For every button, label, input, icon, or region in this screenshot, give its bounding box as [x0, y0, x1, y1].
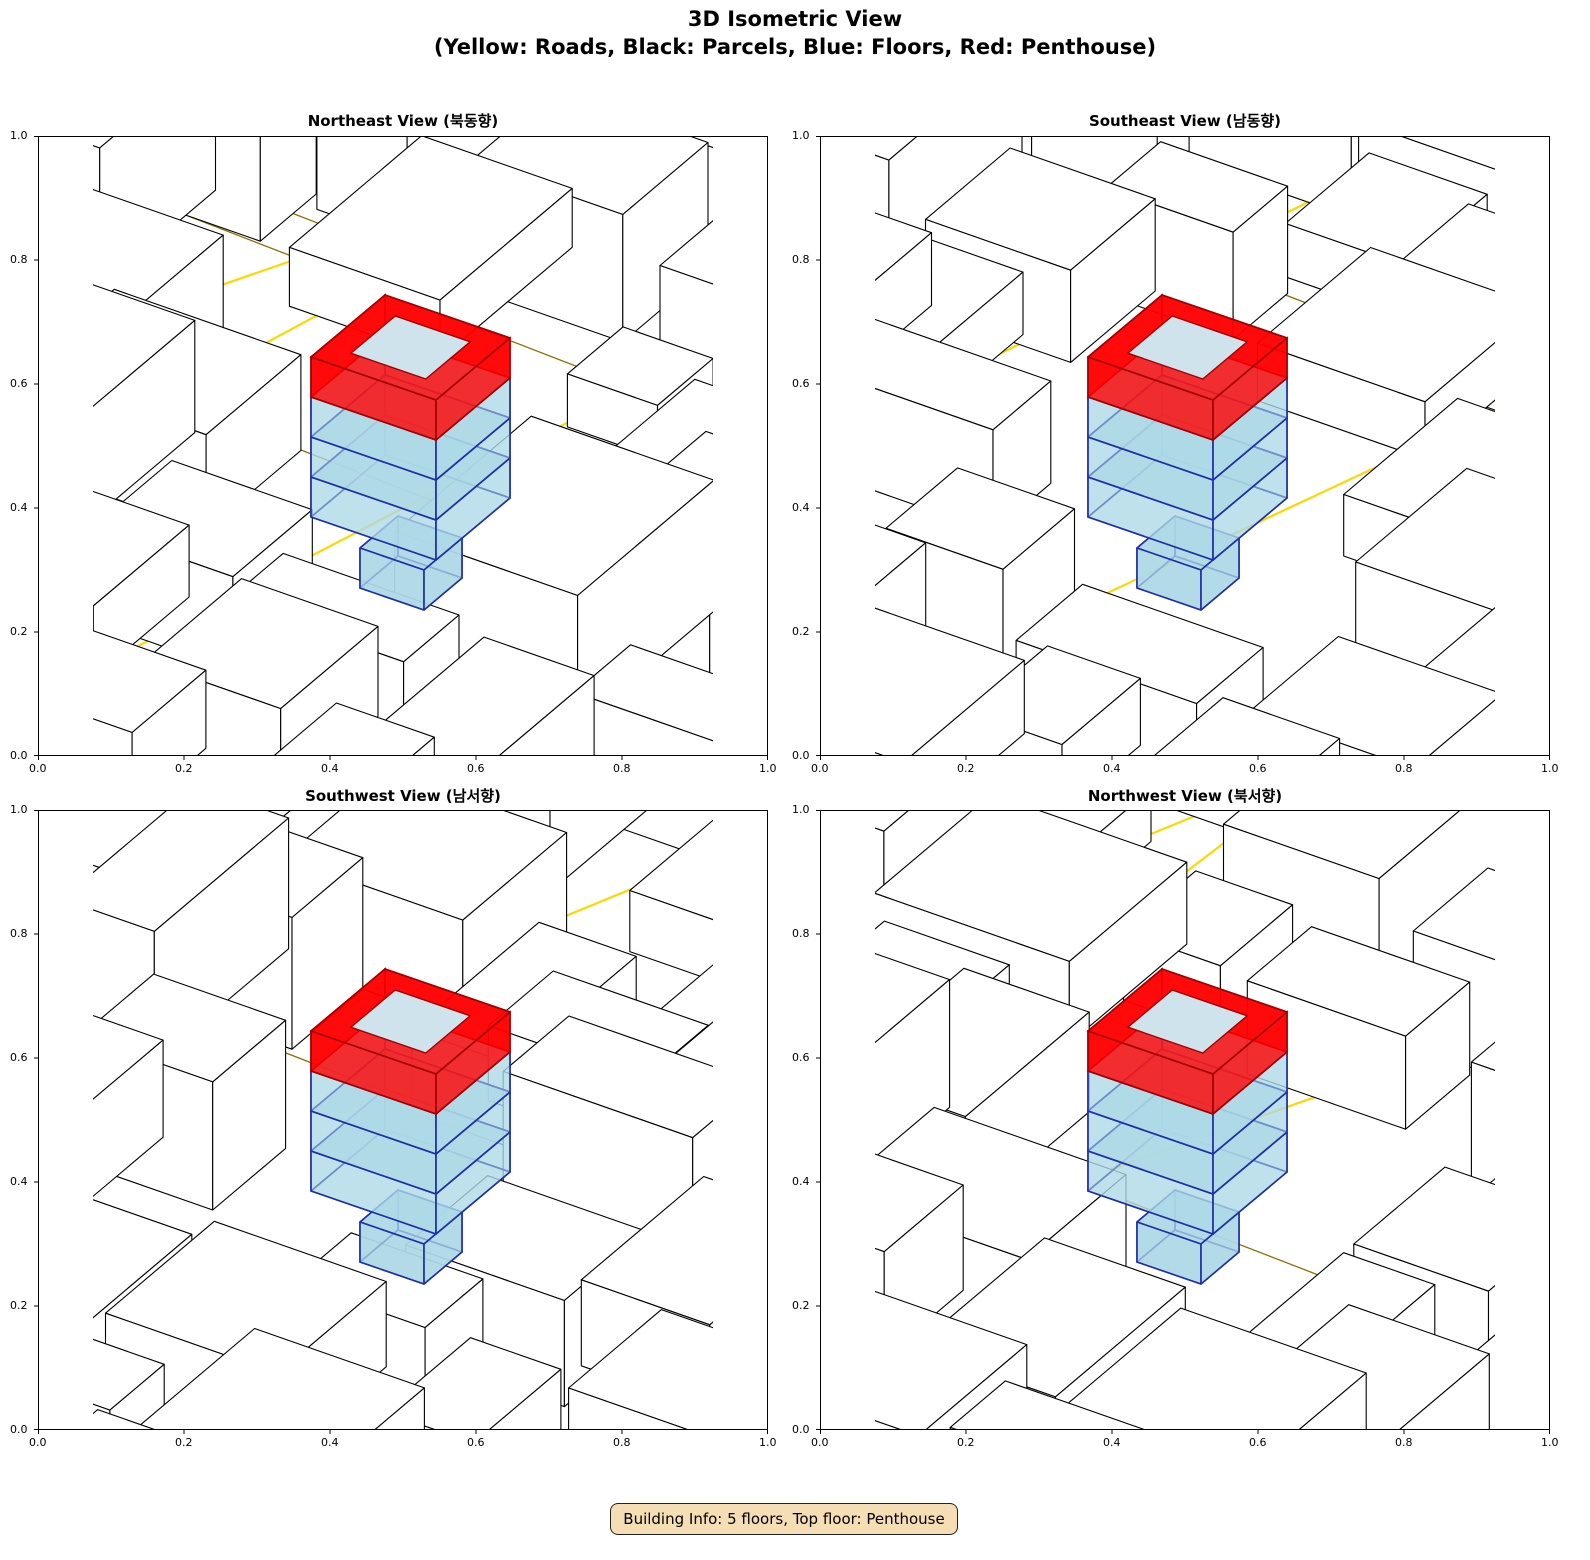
x-tick-label: 0.8	[1395, 1436, 1413, 1449]
x-tick-label: 0.8	[1395, 762, 1413, 775]
x-tick-label: 0.8	[613, 1436, 631, 1449]
parcel-building	[1470, 1041, 1495, 1200]
penthouse	[309, 967, 512, 1116]
building-info-box: Building Info: 5 floors, Top floor: Pent…	[610, 1503, 958, 1535]
y-tick-label: 0.0	[10, 749, 28, 762]
parcel-building	[814, 946, 871, 1107]
y-tick-label: 0.0	[792, 1423, 810, 1436]
x-tick-label: 0.2	[957, 1436, 975, 1449]
parcel-building	[568, 1309, 713, 1430]
y-tick-label: 0.0	[10, 1423, 28, 1436]
axes-frame	[38, 136, 768, 756]
penthouse	[309, 293, 512, 442]
y-tick-label: 0.8	[10, 927, 28, 940]
parcel-building	[352, 636, 595, 756]
y-tick-label: 1.0	[792, 803, 810, 816]
y-tick-label: 0.6	[10, 1051, 28, 1064]
parcel-building	[814, 810, 836, 958]
parcel-building	[1525, 594, 1556, 762]
y-tick-label: 0.4	[10, 501, 28, 514]
parcel-building	[93, 630, 207, 756]
axes-frame	[820, 136, 1550, 756]
x-tick-label: 0.6	[1249, 762, 1267, 775]
parcel-building	[1153, 697, 1341, 756]
panel-title-southeast: Southeast View (남동향)	[1088, 112, 1282, 130]
parcel-building	[703, 557, 713, 648]
panel-title-southwest: Southwest View (남서향)	[305, 787, 501, 805]
title-line-1: 3D Isometric View	[687, 7, 903, 31]
y-tick-label: 1.0	[792, 129, 810, 142]
y-tick-label: 0.8	[792, 253, 810, 266]
y-tick-label: 0.0	[792, 749, 810, 762]
y-tick-label: 0.2	[10, 625, 28, 638]
x-tick-label: 0.2	[175, 1436, 193, 1449]
y-tick-label: 0.4	[10, 1175, 28, 1188]
x-tick-label: 0.0	[29, 1436, 47, 1449]
figure-title: 3D Isometric View (Yellow: Roads, Black:…	[0, 5, 1590, 61]
y-tick-label: 0.4	[792, 501, 810, 514]
axes-frame	[820, 810, 1550, 1430]
parcel-building	[736, 1230, 774, 1437]
x-tick-label: 1.0	[1541, 762, 1559, 775]
x-tick-label: 0.4	[321, 762, 339, 775]
parcel-building	[1540, 1272, 1556, 1436]
x-tick-label: 1.0	[759, 762, 777, 775]
y-tick-label: 0.8	[792, 927, 810, 940]
y-tick-label: 0.2	[10, 1299, 28, 1312]
x-tick-label: 0.0	[811, 762, 829, 775]
x-tick-label: 0.6	[467, 1436, 485, 1449]
parcel-building	[573, 644, 713, 756]
penthouse	[1086, 967, 1289, 1116]
x-tick-label: 0.4	[321, 1436, 339, 1449]
parcel-building	[814, 810, 823, 840]
x-tick-label: 0.0	[811, 1436, 829, 1449]
y-tick-label: 0.4	[792, 1175, 810, 1188]
y-tick-label: 1.0	[10, 129, 28, 142]
x-tick-label: 0.4	[1103, 762, 1121, 775]
y-tick-label: 0.2	[792, 1299, 810, 1312]
y-tick-label: 0.8	[10, 253, 28, 266]
parcel-building	[32, 810, 68, 979]
x-tick-label: 0.0	[29, 762, 47, 775]
panel-title-northwest: Northwest View (북서향)	[1087, 787, 1283, 805]
x-tick-label: 0.6	[467, 762, 485, 775]
y-tick-label: 0.2	[792, 625, 810, 638]
y-tick-label: 0.6	[10, 377, 28, 390]
x-tick-label: 0.6	[1249, 1436, 1267, 1449]
y-tick-label: 0.6	[792, 377, 810, 390]
x-tick-label: 1.0	[759, 1436, 777, 1449]
y-tick-label: 0.6	[792, 1051, 810, 1064]
parcel-building	[629, 819, 713, 982]
x-tick-label: 0.2	[957, 762, 975, 775]
y-tick-label: 1.0	[10, 803, 28, 816]
parcel-building	[272, 702, 435, 756]
parcel-building	[823, 1432, 1056, 1436]
x-tick-label: 0.4	[1103, 1436, 1121, 1449]
parcel-building	[875, 318, 1052, 533]
x-tick-label: 0.8	[613, 762, 631, 775]
parcel-building	[93, 136, 102, 187]
penthouse	[1086, 293, 1289, 442]
x-tick-label: 0.2	[175, 762, 193, 775]
axes-frame	[38, 810, 768, 1430]
parcel-building	[93, 284, 196, 520]
title-line-2: (Yellow: Roads, Black: Parcels, Blue: Fl…	[433, 35, 1157, 59]
panel-title-northeast: Northeast View (북동향)	[307, 112, 499, 130]
parcel-building	[93, 1409, 158, 1430]
parcel-building	[93, 1014, 164, 1198]
parcel-building	[875, 212, 933, 354]
x-tick-label: 1.0	[1541, 1436, 1559, 1449]
